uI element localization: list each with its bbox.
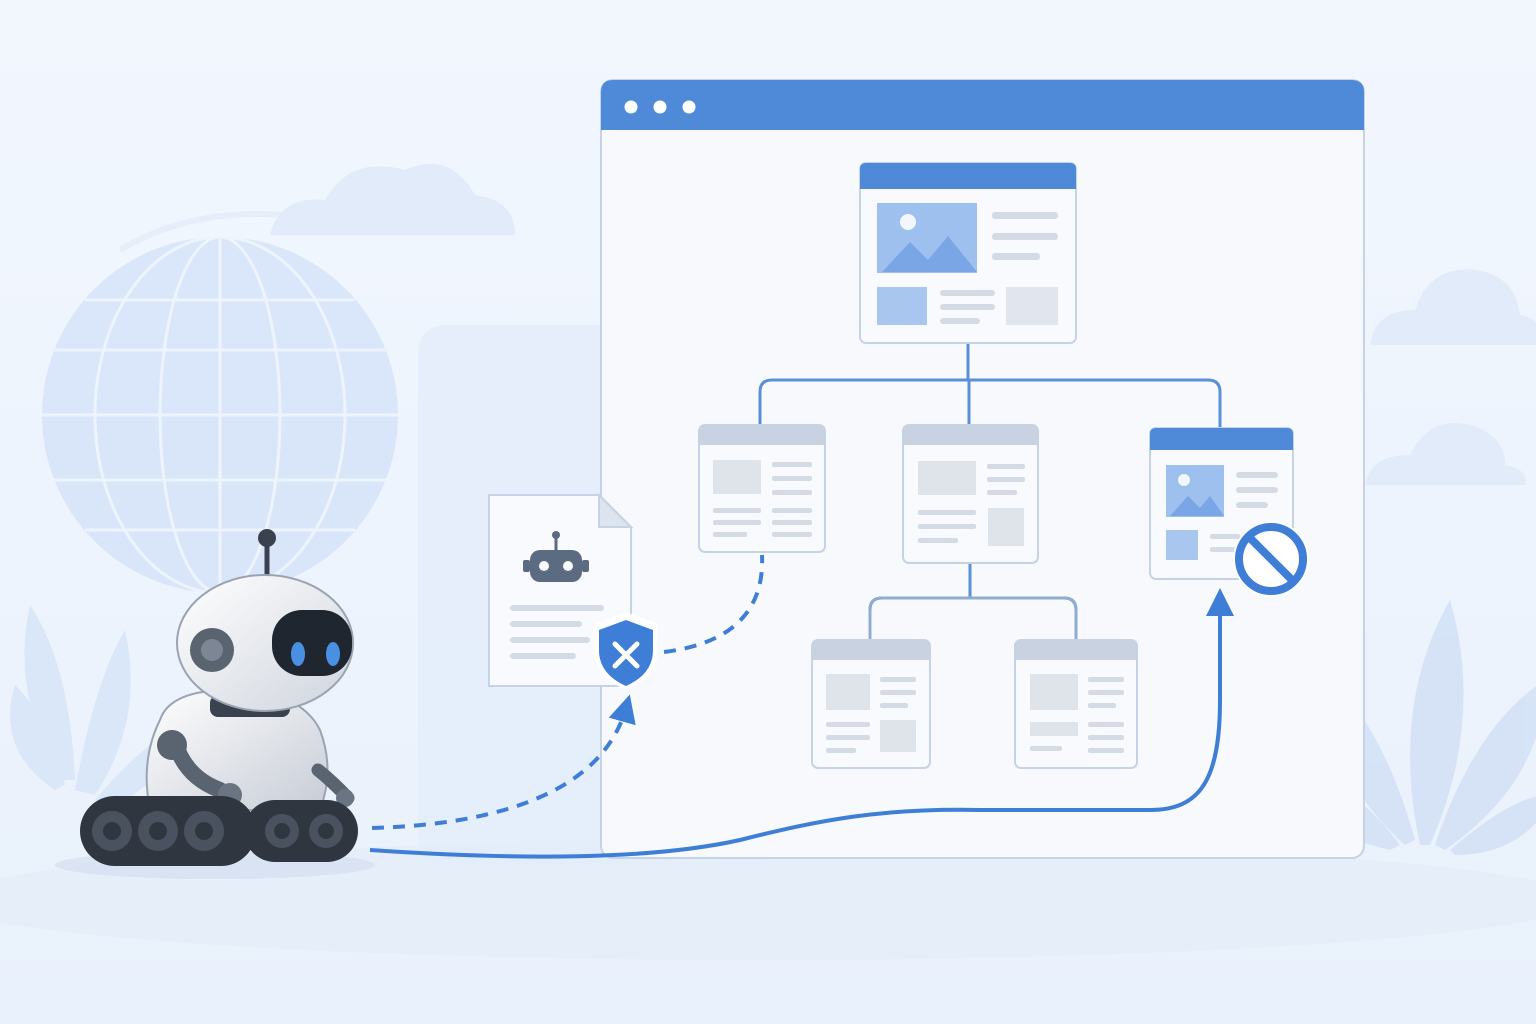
cloud-icon xyxy=(270,163,515,235)
dashed-path-to-page-left xyxy=(663,554,765,654)
dot-icon[interactable] xyxy=(682,100,696,114)
cloud-icon xyxy=(1370,269,1536,345)
robot-crawler[interactable] xyxy=(55,529,375,879)
page-card-left[interactable] xyxy=(698,424,826,553)
robot-icon xyxy=(523,531,589,582)
dashed-path-to-robots-file xyxy=(371,694,636,830)
solid-path-to-page-right xyxy=(369,588,1234,859)
dot-icon[interactable] xyxy=(624,100,638,114)
page-card-center[interactable] xyxy=(902,424,1039,564)
page-card-bottom-right[interactable] xyxy=(1014,639,1138,769)
no-entry-icon xyxy=(1233,521,1309,597)
dot-icon[interactable] xyxy=(653,100,667,114)
cloud-icon xyxy=(1365,423,1526,485)
tree-connectors-lower xyxy=(868,596,1078,640)
ground-shadow xyxy=(0,840,1536,960)
page-card-bottom-left[interactable] xyxy=(811,639,931,769)
shield-x-icon xyxy=(594,612,658,690)
page-card-home[interactable] xyxy=(859,162,1077,344)
globe-icon xyxy=(42,211,398,595)
browser-title-bar[interactable] xyxy=(601,80,1364,130)
